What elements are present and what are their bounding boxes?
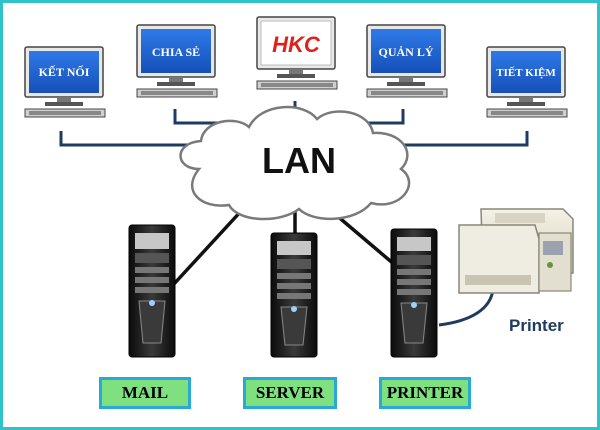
monitor-1: KẾT NỐI (24, 46, 106, 118)
link-monitor-1 (59, 131, 231, 147)
monitor-2: CHIA SẺ (136, 24, 218, 98)
lan-cloud: LAN (179, 105, 411, 221)
link-server-mail (171, 207, 245, 287)
monitor-group: KẾT NỐI CHIA SẺ HKC (24, 16, 568, 118)
tag-printer: PRINTER (379, 377, 471, 409)
tag-mail: MAIL (99, 377, 191, 409)
monitor-3: HKC (256, 16, 338, 90)
server-tower-main (270, 232, 318, 358)
monitor-4-label: QUẢN LÝ (378, 45, 433, 59)
tag-server: SERVER (243, 377, 337, 409)
monitor-4: QUẢN LÝ (366, 24, 448, 98)
diagram-svg: LAN KẾT NỐI CHIA SẺ (24, 16, 574, 358)
server-tower-printer (390, 228, 438, 358)
server-tower-mail (128, 224, 176, 358)
monitor-3-label: HKC (272, 32, 321, 57)
monitor-2-label: CHIA SẺ (152, 45, 200, 59)
printer-device (458, 208, 574, 294)
monitor-1-label: KẾT NỐI (39, 64, 90, 79)
monitor-5-label: TIẾT KIỆM (496, 66, 556, 79)
printer-label: Printer (509, 316, 564, 335)
server-towers (128, 224, 438, 358)
link-server-to-printer (438, 288, 495, 327)
cloud-label: LAN (262, 140, 336, 181)
monitor-5: TIẾT KIỆM (486, 46, 568, 118)
link-monitor-5 (381, 131, 529, 147)
